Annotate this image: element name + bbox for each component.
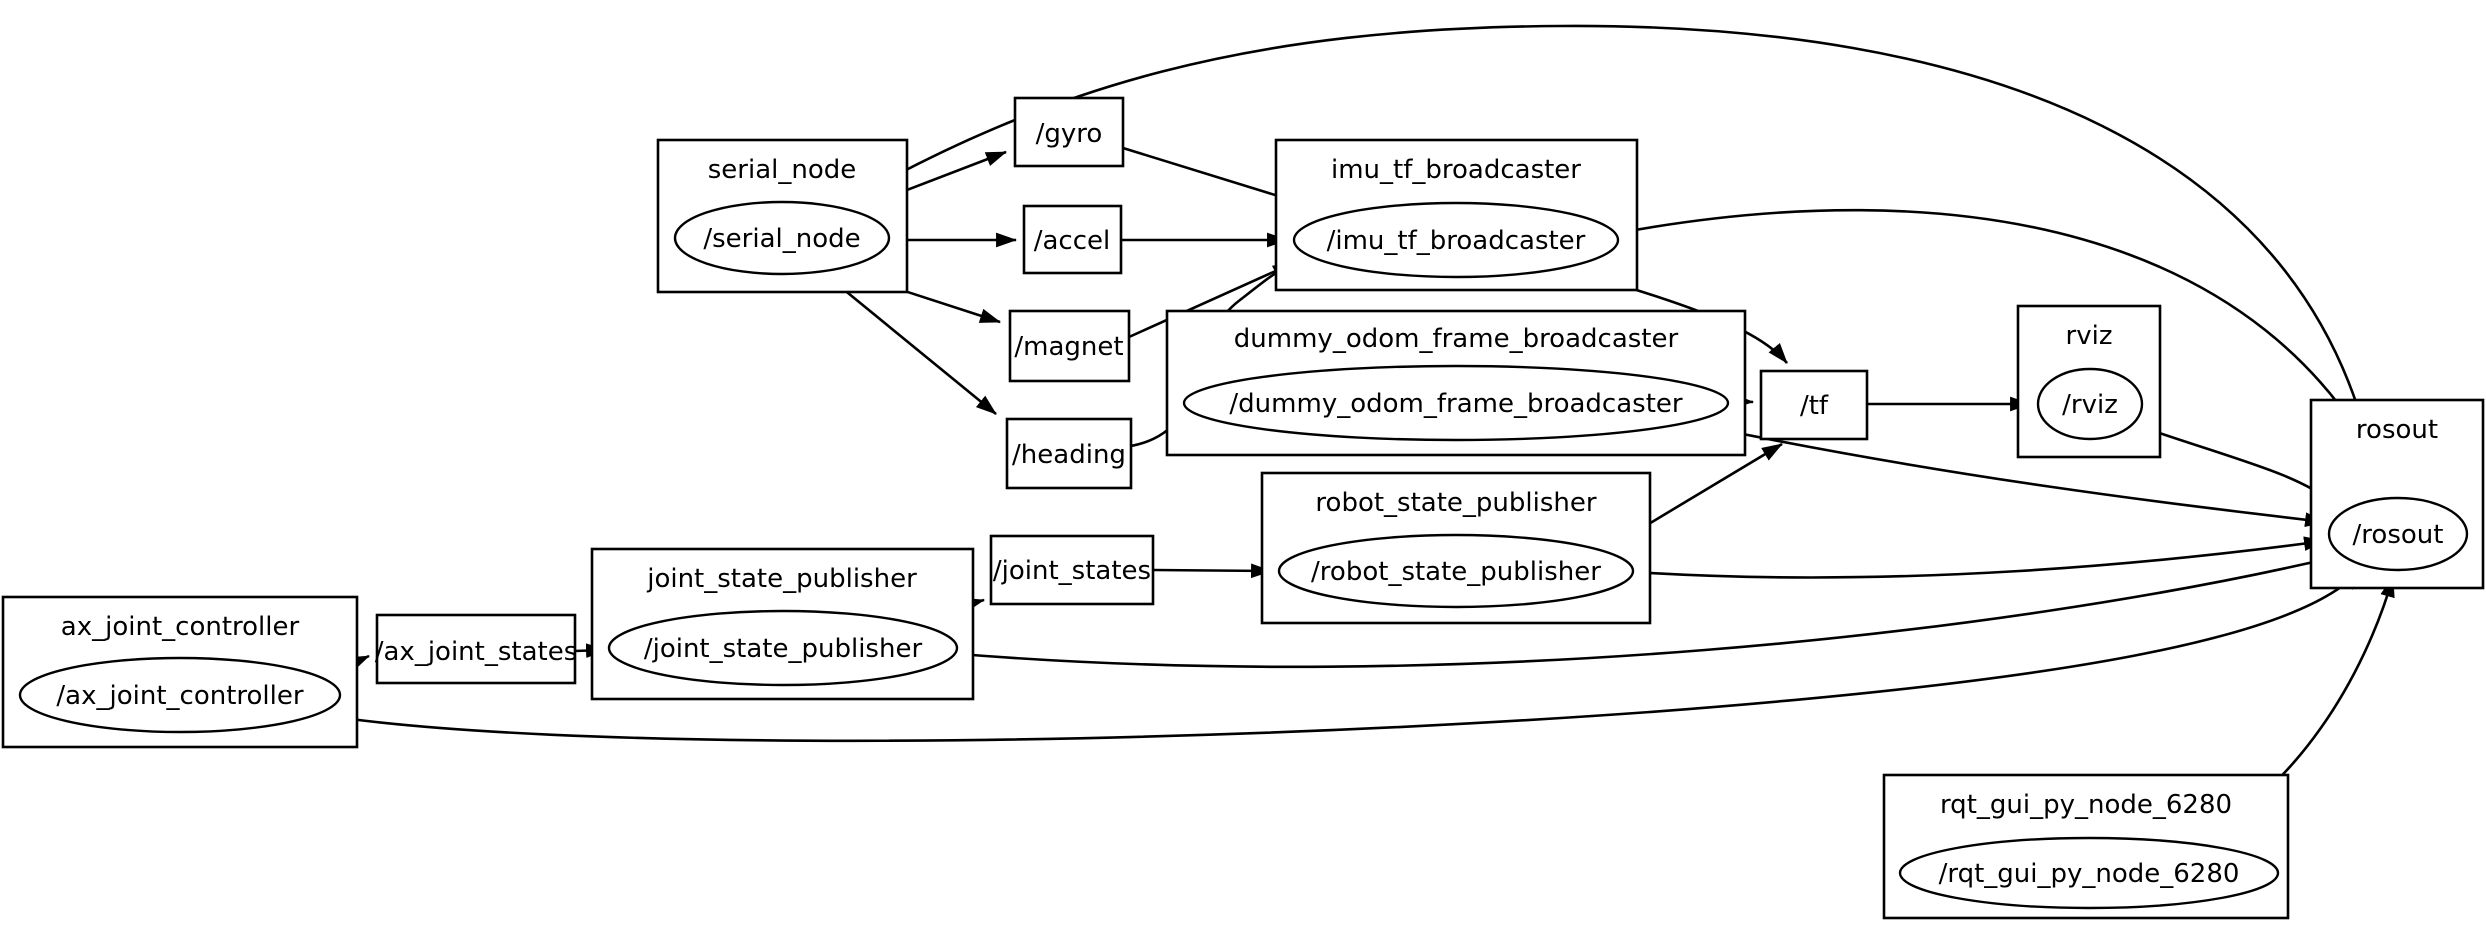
topic-tf-box: [1759, 369, 1869, 441]
topic-joint_states-label: /joint_states: [993, 556, 1151, 586]
topic-ax_joint_states-box: [375, 613, 577, 685]
topic-ax_joint_states: /ax_joint_states: [375, 613, 578, 685]
node-rviz-name-label: /rviz: [2062, 390, 2118, 420]
node-dummy_odom_frame_broadcaster-namespace-label: dummy_odom_frame_broadcaster: [1234, 324, 1679, 354]
node-imu_tf_broadcaster: imu_tf_broadcaster /imu_tf_broadcaster: [1274, 138, 1639, 292]
topic-accel-label: /accel: [1034, 226, 1111, 256]
edges: [315, 24, 2449, 844]
node-robot_state_publisher-namespace-label: robot_state_publisher: [1315, 488, 1596, 518]
node-rosout-name-label: /rosout: [2353, 520, 2444, 550]
topic-magnet-box: [1008, 309, 1131, 383]
topic-accel-box: [1022, 204, 1123, 275]
node-ax_joint_controller-name-label: /ax_joint_controller: [56, 681, 303, 711]
topic-tf-label: /tf: [1800, 391, 1829, 421]
edge-serial_node-to-heading: [825, 273, 997, 416]
node-rosout-ellipse: [2327, 496, 2469, 572]
topic-heading: /heading: [1005, 417, 1133, 490]
topic-gyro-label: /gyro: [1036, 119, 1103, 149]
edge-robot_state_publisher-to-rosout: [1632, 536, 2326, 579]
edge-ax_joint_controller-to-rosout: [315, 569, 2361, 743]
node-robot_state_publisher-name-label: /robot_state_publisher: [1311, 557, 1601, 587]
node-rviz: rviz /rviz: [2016, 304, 2162, 459]
edge-joint_state_publisher-to-rosout: [946, 555, 2333, 669]
node-joint_state_publisher-namespace-label: joint_state_publisher: [646, 564, 917, 594]
node-ax_joint_controller-namespace-label: ax_joint_controller: [61, 612, 300, 642]
node-rosout-namespace-label: rosout: [2356, 415, 2438, 445]
topic-gyro-box: [1013, 96, 1125, 168]
edge-joint_states-to-robot_state_publisher: [1152, 563, 1273, 579]
edge-imu_tf_broadcaster-to-rosout: [1617, 208, 2393, 492]
node-serial_node: serial_node /serial_node: [656, 138, 909, 294]
node-rviz-ellipse: [2036, 367, 2144, 441]
node-imu_tf_broadcaster-namespace-label: imu_tf_broadcaster: [1331, 155, 1581, 185]
node-dummy_odom_frame_broadcaster: dummy_odom_frame_broadcaster /dummy_odom…: [1165, 309, 1747, 457]
topic-ax_joint_states-label: /ax_joint_states: [375, 637, 578, 667]
edge-magnet-to-imu_tf_broadcaster: [1128, 258, 1301, 339]
topic-tf: /tf: [1759, 369, 1869, 441]
node-rqt_gui_py_node_6280-name-label: /rqt_gui_py_node_6280: [1939, 859, 2240, 889]
edge-rviz-to-rosout: [2132, 422, 2334, 504]
node-robot_state_publisher: robot_state_publisher /robot_state_publi…: [1260, 471, 1652, 625]
node-ax_joint_controller: ax_joint_controller /ax_joint_controller: [1, 595, 359, 749]
node-dummy_odom_frame_broadcaster-ellipse: [1182, 364, 1730, 442]
node-imu_tf_broadcaster-ellipse: [1292, 201, 1620, 279]
topic-joint_states-box: [989, 534, 1155, 606]
node-dummy_odom_frame_broadcaster-name-label: /dummy_odom_frame_broadcaster: [1229, 389, 1682, 419]
topic-gyro: /gyro: [1013, 96, 1125, 168]
node-rosout: rosout /rosout: [2309, 398, 2485, 590]
node-rviz-namespace-label: rviz: [2066, 321, 2113, 351]
edge-dummy_odom_frame_broadcaster-to-rosout: [1688, 421, 2327, 527]
node-rqt_gui_py_node_6280-namespace-label: rqt_gui_py_node_6280: [1940, 790, 2232, 820]
topic-magnet-label: /magnet: [1014, 332, 1123, 362]
node-serial_node-name-label: /serial_node: [703, 224, 860, 254]
node-joint_state_publisher-name-label: /joint_state_publisher: [644, 634, 923, 664]
node-ax_joint_controller-ellipse: [18, 656, 342, 734]
node-rqt_gui_py_node_6280: rqt_gui_py_node_6280 /rqt_gui_py_node_62…: [1882, 773, 2290, 920]
topic-accel: /accel: [1022, 204, 1123, 275]
node-serial_node-namespace-label: serial_node: [708, 155, 857, 185]
topic-heading-box: [1005, 417, 1133, 490]
node-rqt_gui_py_node_6280-ellipse: [1898, 836, 2280, 910]
topic-magnet: /magnet: [1008, 309, 1131, 383]
node-robot_state_publisher-ellipse: [1277, 533, 1635, 609]
topic-joint_states: /joint_states: [989, 534, 1155, 606]
node-imu_tf_broadcaster-name-label: /imu_tf_broadcaster: [1327, 226, 1586, 256]
node-joint_state_publisher: joint_state_publisher /joint_state_publi…: [590, 547, 975, 701]
topic-heading-label: /heading: [1012, 440, 1126, 470]
node-joint_state_publisher-ellipse: [607, 609, 959, 687]
node-serial_node-ellipse: [673, 200, 891, 276]
